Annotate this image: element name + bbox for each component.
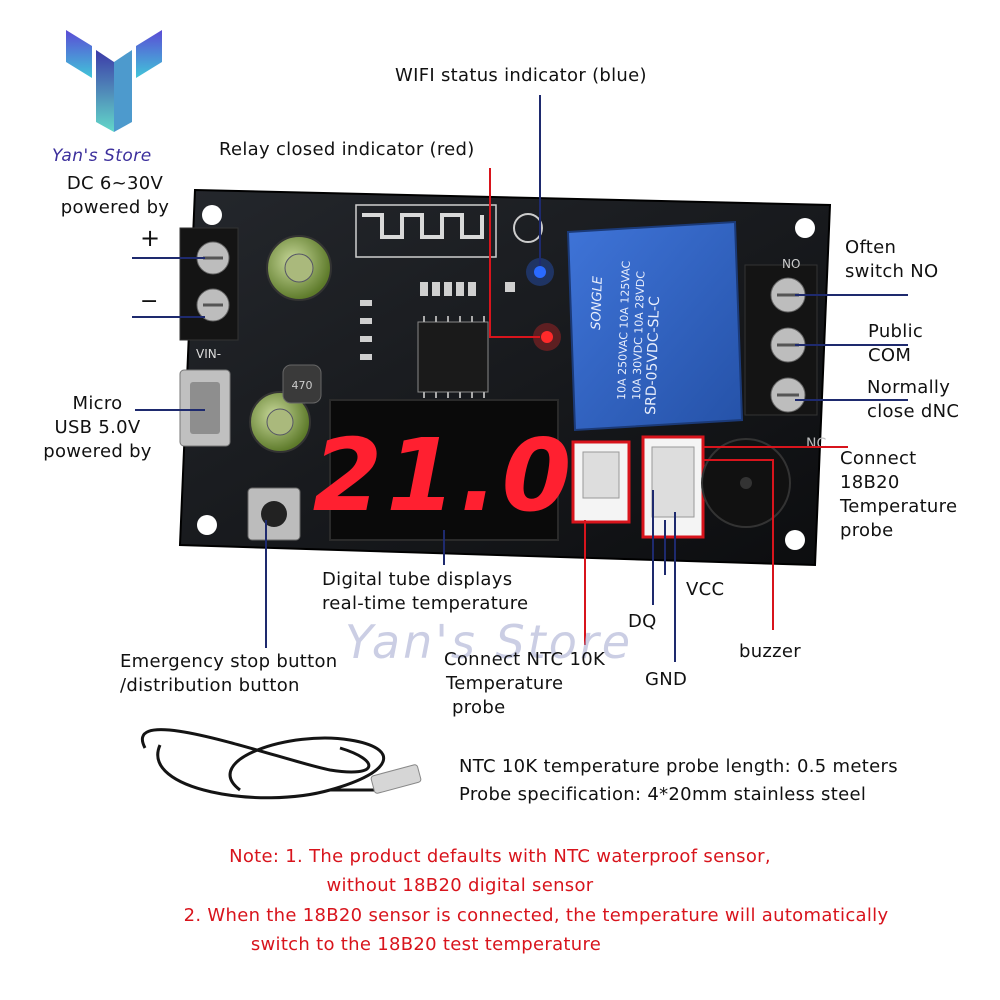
note-line-2: without 18B20 digital sensor <box>326 875 594 896</box>
mount-hole <box>197 515 217 535</box>
svg-text:NO: NO <box>782 257 800 271</box>
label-relay-indicator: Relay closed indicator (red) <box>219 139 475 160</box>
brand-name: Yan's Store <box>52 146 152 166</box>
display-reading: 21.0 <box>313 417 576 534</box>
note-line-4: switch to the 18B20 test temperature <box>250 934 602 955</box>
note-line-3: 2. When the 18B20 sensor is connected, t… <box>183 905 889 926</box>
label-minus: − <box>140 289 159 314</box>
inductor-label: 470 <box>292 379 313 392</box>
mcu-chip <box>417 321 489 393</box>
wifi-antenna <box>362 213 484 239</box>
probe-spec-size: Probe specification: 4*20mm stainless st… <box>459 784 867 805</box>
wifi-logo-icon <box>513 213 543 243</box>
seven-segment-display <box>329 399 559 541</box>
note-line-1: Note: 1. The product defaults with NTC w… <box>229 846 771 867</box>
logo-y-icon <box>66 30 162 132</box>
mount-hole <box>785 530 805 550</box>
wifi-led <box>534 266 546 278</box>
label-buzzer: buzzer <box>739 641 802 662</box>
label-dq: DQ <box>628 611 657 632</box>
label-plus: + <box>140 224 161 252</box>
vin-label: VIN- <box>196 347 221 361</box>
ntc-probe <box>140 728 385 800</box>
probe-spec-length: NTC 10K temperature probe length: 0.5 me… <box>459 756 898 777</box>
callout-relay-led <box>489 168 540 338</box>
svg-text:SRD-05VDC-SL-C: SRD-05VDC-SL-C <box>643 296 663 415</box>
mount-hole <box>795 218 815 238</box>
mount-hole <box>202 205 222 225</box>
svg-text:10A 250VAC 10A 125VAC: 10A 250VAC 10A 125VAC <box>615 260 633 400</box>
probe-steel-tip <box>370 764 422 794</box>
svg-text:10A 30VDC 10A 28VDC: 10A 30VDC 10A 28VDC <box>630 271 648 401</box>
svg-text:SONGLE: SONGLE <box>589 275 606 330</box>
label-wifi-indicator: WIFI status indicator (blue) <box>395 65 647 86</box>
relay: SRD-05VDC-SL-C 10A 250VAC 10A 125VAC 10A… <box>566 220 744 432</box>
watermark: Yan's Store <box>345 615 634 669</box>
label-ntc-connector: Connect NTC 10K Temperature probe <box>444 649 606 718</box>
label-vcc: VCC <box>686 579 725 600</box>
relay-led <box>541 331 553 343</box>
svg-text:NC: NC <box>806 436 826 452</box>
label-button: Emergency stop button/distribution butto… <box>120 651 338 696</box>
label-gnd: GND <box>645 669 688 690</box>
